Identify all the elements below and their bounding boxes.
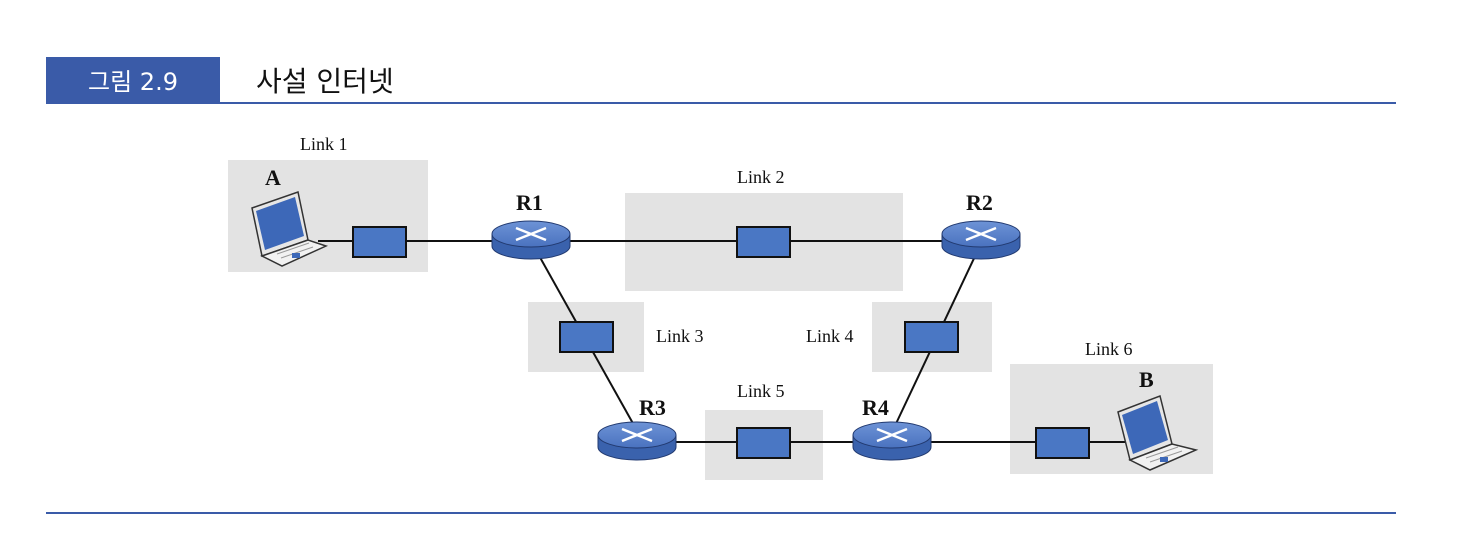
- link3-label: Link 3: [656, 326, 704, 346]
- router-r2-icon: [941, 220, 1021, 260]
- router-r1-icon: [491, 220, 571, 260]
- laptop-b-icon: [1117, 394, 1199, 471]
- router-r2-label: R2: [966, 190, 993, 215]
- router-r4-icon: [852, 421, 932, 461]
- figure-title: 사설 인터넷: [256, 65, 394, 98]
- router-r4-label: R4: [862, 395, 889, 420]
- link2-label: Link 2: [737, 167, 785, 187]
- link1-switch: [352, 226, 407, 258]
- figure-number-badge: 그림 2.9: [46, 57, 220, 102]
- host-a-label: A: [265, 165, 281, 190]
- link5-label: Link 5: [737, 381, 785, 401]
- router-r3-label: R3: [639, 395, 666, 420]
- router-r3-icon: [597, 421, 677, 461]
- router-r1-label: R1: [516, 190, 543, 215]
- link1-label: Link 1: [300, 134, 348, 154]
- link4-switch: [904, 321, 959, 353]
- link5-switch: [736, 427, 791, 459]
- host-b-label: B: [1139, 367, 1154, 392]
- top-rule: [46, 102, 1396, 104]
- link3-switch: [559, 321, 614, 353]
- link4-label: Link 4: [806, 326, 854, 346]
- bottom-rule: [46, 512, 1396, 514]
- figure-header: 그림 2.9 사설 인터넷: [0, 0, 1466, 110]
- link6-switch: [1035, 427, 1090, 459]
- laptop-a-icon: [251, 191, 329, 267]
- link2-switch: [736, 226, 791, 258]
- link6-label: Link 6: [1085, 339, 1133, 359]
